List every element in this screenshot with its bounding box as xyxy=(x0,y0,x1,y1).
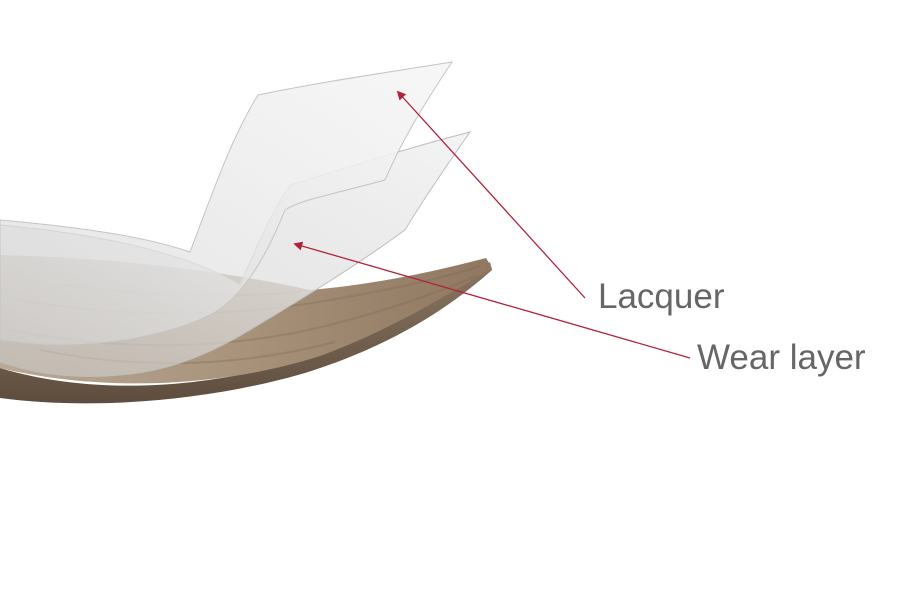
lacquer-leader-line xyxy=(396,90,586,299)
wear-layer-leader-line xyxy=(293,241,691,359)
lacquer-film xyxy=(0,61,454,346)
wood-plank-edge xyxy=(0,262,492,404)
lacquer-label: Lacquer xyxy=(598,277,725,316)
wear-layer-label: Wear layer xyxy=(697,338,866,377)
